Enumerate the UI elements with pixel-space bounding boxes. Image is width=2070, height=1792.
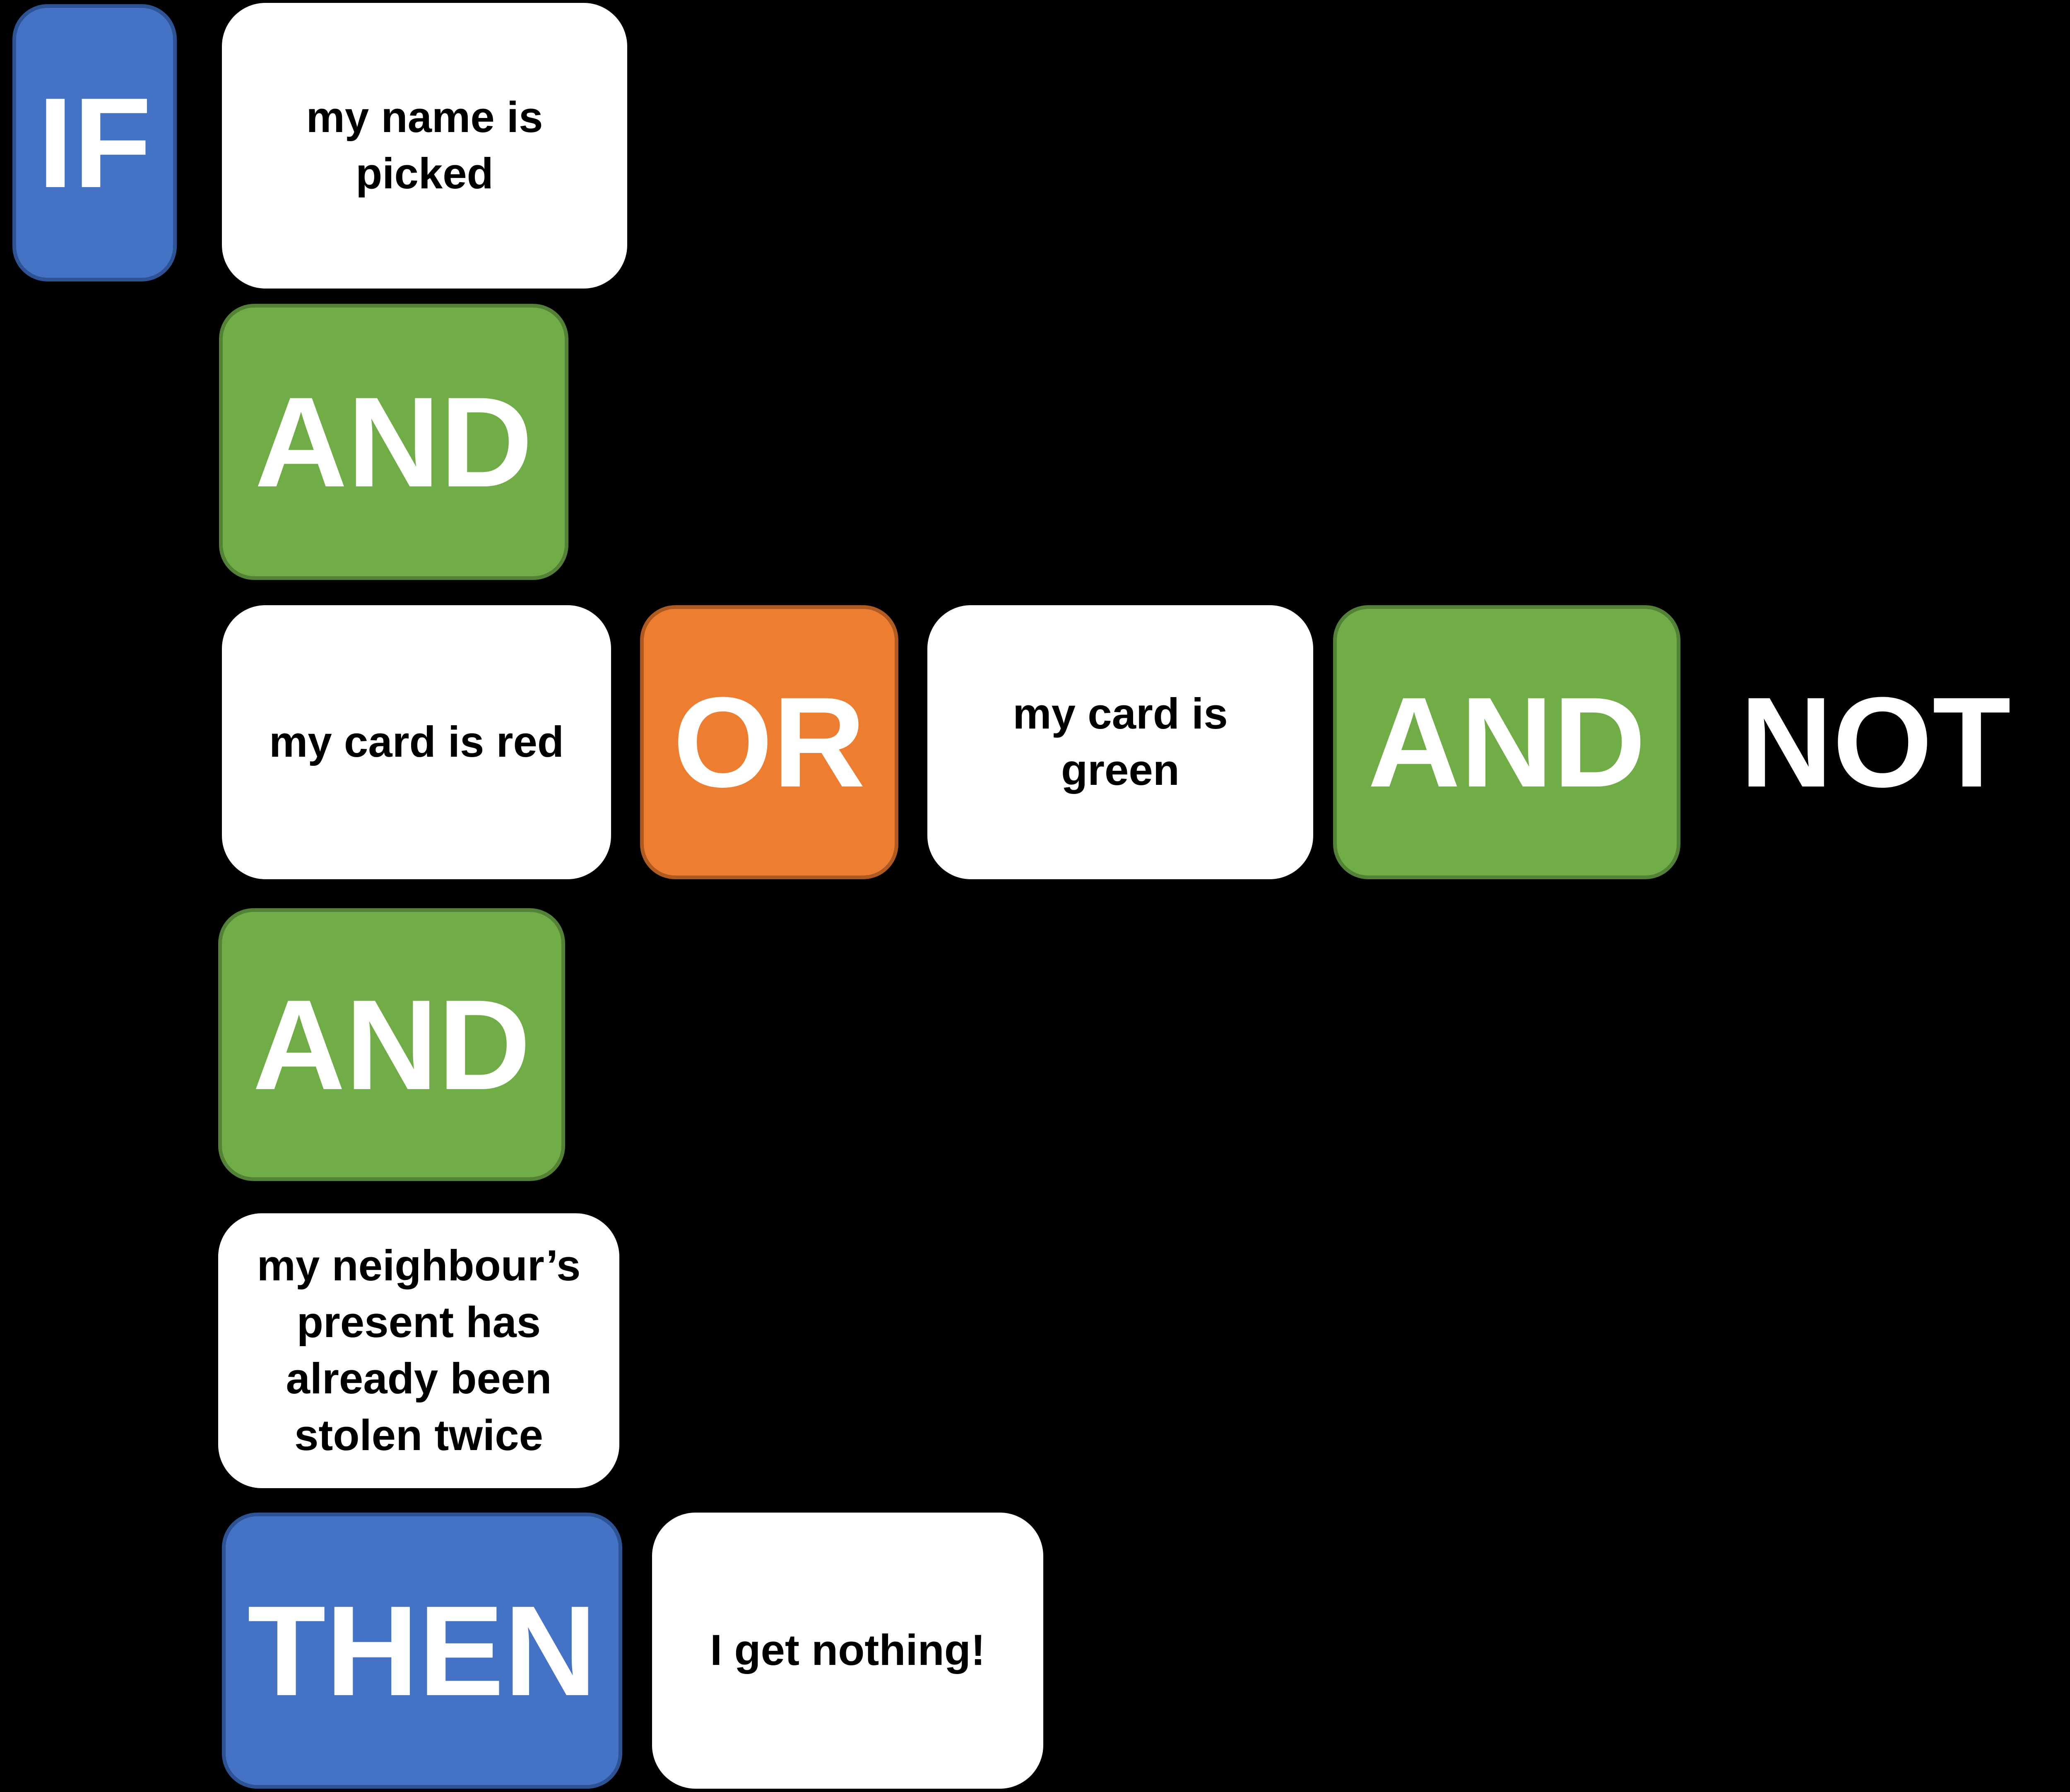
condition-card-card-green: my card is green: [927, 605, 1313, 879]
and-operator-block-2: AND: [1333, 605, 1680, 879]
or-operator-block: OR: [640, 605, 898, 879]
then-operator-label: THEN: [247, 1578, 597, 1722]
condition-card-green-label: my card is green: [1013, 689, 1228, 795]
condition-neighbour-stolen-label: my neighbour’s present has already been …: [257, 1241, 581, 1460]
or-operator-label: OR: [673, 670, 866, 814]
and-operator-label-3: AND: [253, 972, 531, 1116]
and-operator-label-1: AND: [255, 370, 533, 514]
condition-card-card-red: my card is red: [222, 605, 611, 879]
if-operator-label: IF: [37, 71, 152, 214]
and-operator-label-2: AND: [1367, 670, 1646, 814]
condition-card-red-label: my card is red: [269, 717, 564, 766]
and-operator-block-1: AND: [219, 304, 568, 580]
not-operator-text: NOT: [1731, 605, 2020, 879]
outcome-card: I get nothing!: [652, 1513, 1043, 1789]
then-operator-block: THEN: [222, 1513, 622, 1789]
condition-name-picked-label: my name is picked: [306, 93, 543, 198]
condition-card-neighbour-stolen: my neighbour’s present has already been …: [218, 1213, 619, 1488]
not-operator-label: NOT: [1740, 670, 2011, 814]
outcome-label: I get nothing!: [710, 1626, 985, 1675]
condition-card-name-picked: my name is picked: [222, 3, 627, 289]
and-operator-block-3: AND: [218, 908, 565, 1181]
if-operator-block: IF: [12, 4, 177, 281]
